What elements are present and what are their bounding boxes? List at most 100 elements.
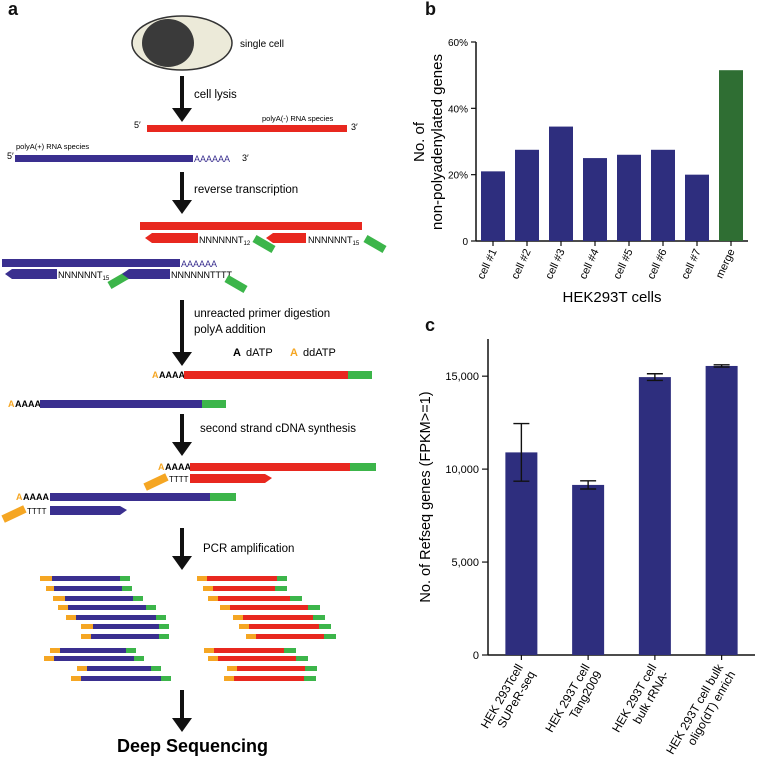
- x-tick-label-b: cell #7: [679, 247, 703, 281]
- y-tick-label-b: 20%: [448, 171, 468, 182]
- ss-blue-new: [50, 506, 127, 515]
- arrow-pcr-head: [172, 556, 192, 570]
- y-tick-label-c: 5,000: [451, 557, 479, 569]
- arrow-seq-head: [172, 718, 192, 732]
- y-tick-label-c: 0: [473, 650, 479, 662]
- primer-n15: NNNNNNT15: [308, 235, 360, 247]
- bar-b-4: [583, 158, 607, 241]
- rt-green-1: [252, 235, 276, 253]
- y-tick-label-b: 0: [462, 237, 468, 248]
- pcr-blue-group: [40, 576, 171, 681]
- legend-datp: dATP: [246, 347, 273, 359]
- x-tick-label-c: HEK 293T cellTang2009: [542, 661, 605, 742]
- single-cell-label: single cell: [240, 39, 284, 50]
- cell-lysis-label: cell lysis: [194, 89, 237, 101]
- three-prime-1: 3′: [351, 122, 358, 132]
- x-tick-label-c: HEK 293T cellbulk rRNA-: [609, 662, 671, 742]
- primer-n12: NNNNNNT12: [199, 235, 251, 247]
- primer-nttt: NNNNNNTTTT: [171, 270, 232, 280]
- bar-b-8: [719, 70, 743, 241]
- arrow-lysis-head: [172, 108, 192, 122]
- x-tick-label-b: cell #3: [543, 247, 567, 281]
- bar-c-1: [505, 452, 538, 655]
- panel-a-letter: a: [8, 0, 19, 19]
- polyA-tail-2: AAAAAA: [181, 259, 217, 269]
- bar-b-7: [685, 174, 709, 241]
- red-strand-pa: [184, 371, 348, 379]
- bar-c-4: [705, 365, 738, 655]
- ss-blue-aaaa: AAAA: [23, 492, 49, 502]
- y-axis-title-b-line2: non-polyadenylated genes: [429, 54, 446, 230]
- legend-a-orange: A: [290, 347, 298, 359]
- polyA-addition-label: polyA addition: [194, 324, 266, 336]
- unreacted-label: unreacted primer digestion: [194, 308, 330, 320]
- x-tick-label-b: cell #4: [577, 247, 601, 281]
- rt-blue-cdna-2: [122, 269, 170, 279]
- ss-blue-a-cap: A: [16, 492, 23, 502]
- bar-b-3: [549, 126, 573, 241]
- red-strand-pa-green: [348, 371, 372, 379]
- bar-b-5: [617, 154, 641, 241]
- five-prime-2: 5′: [7, 151, 14, 161]
- red-a-cap: A: [152, 370, 159, 380]
- red-aaaa: AAAA: [159, 370, 185, 380]
- legend-ddatp: ddATP: [303, 347, 336, 359]
- x-tick-label-c: HEK 293T cell bulkoligo(dT) enrich: [663, 661, 739, 757]
- bar-c-2: [572, 484, 605, 655]
- y-tick-label-c: 10,000: [445, 464, 479, 476]
- ss-red-orange: [143, 473, 169, 491]
- arrow-second-head: [172, 442, 192, 456]
- ss-red-tttt: TTTT: [169, 475, 189, 484]
- rt-blue-cdna-1: [5, 269, 57, 279]
- primer-n15b: NNNNNNT15: [58, 270, 110, 282]
- bar-c-3: [638, 377, 671, 655]
- rt-green-4: [224, 275, 248, 293]
- ss-red-strand: [190, 463, 350, 471]
- cell-nucleus: [142, 19, 194, 67]
- bar-b-6: [651, 149, 675, 241]
- ss-blue-green: [210, 493, 236, 501]
- polyA-minus-label: polyA(-) RNA species: [262, 114, 334, 123]
- reverse-transcription-label: reverse transcription: [194, 184, 298, 196]
- pcr-red-group: [197, 576, 336, 681]
- three-prime-2: 3′: [242, 153, 249, 163]
- pcr-label: PCR amplification: [203, 543, 294, 555]
- rt-red-rna: [140, 222, 362, 230]
- bar-b-2: [515, 149, 539, 241]
- panel-a-diagram: single cell cell lysis 5′ polyA(-) RNA s…: [1, 15, 387, 756]
- rt-red-cdna-1: [145, 233, 198, 243]
- deep-seq-label: Deep Sequencing: [117, 736, 268, 756]
- x-tick-label-b: merge: [714, 247, 738, 280]
- ss-red-new: [190, 474, 272, 483]
- arrow-digest-head: [172, 352, 192, 366]
- panel-c-letter: c: [425, 315, 436, 335]
- blue-aaaa: AAAA: [15, 399, 41, 409]
- polyA-minus-rna: [147, 125, 347, 132]
- rt-red-cdna-2: [266, 233, 306, 243]
- blue-a-cap: A: [8, 399, 15, 409]
- ss-red-aaaa: AAAA: [165, 462, 191, 472]
- ss-blue-strand: [50, 493, 210, 501]
- blue-strand-pa: [40, 400, 202, 408]
- arrow-rt-head: [172, 200, 192, 214]
- ss-blue-orange: [1, 505, 27, 523]
- y-axis-title-b-line1: No. of: [411, 121, 428, 162]
- panel-b-letter: b: [425, 0, 436, 19]
- x-tick-label-c: HEK 293TcellSUPeR-seq: [478, 662, 538, 738]
- ss-blue-tttt: TTTT: [27, 507, 47, 516]
- ss-red-a-cap: A: [158, 462, 165, 472]
- bar-b-1: [481, 171, 505, 241]
- rt-green-2: [363, 235, 387, 253]
- y-tick-label-b: 60%: [448, 38, 468, 49]
- polyA-tail-1: AAAAAA: [194, 154, 230, 164]
- rt-blue-rna: [2, 259, 180, 267]
- y-axis-title-c: No. of Refseq genes (FPKM>=1): [418, 391, 434, 602]
- ss-red-green: [350, 463, 376, 471]
- x-tick-label-b: cell #2: [509, 247, 533, 281]
- polyA-plus-rna: [15, 155, 193, 162]
- x-axis-title-b: HEK293T cells: [563, 289, 662, 306]
- second-strand-label: second strand cDNA synthesis: [200, 423, 356, 435]
- x-tick-label-b: cell #5: [611, 247, 635, 281]
